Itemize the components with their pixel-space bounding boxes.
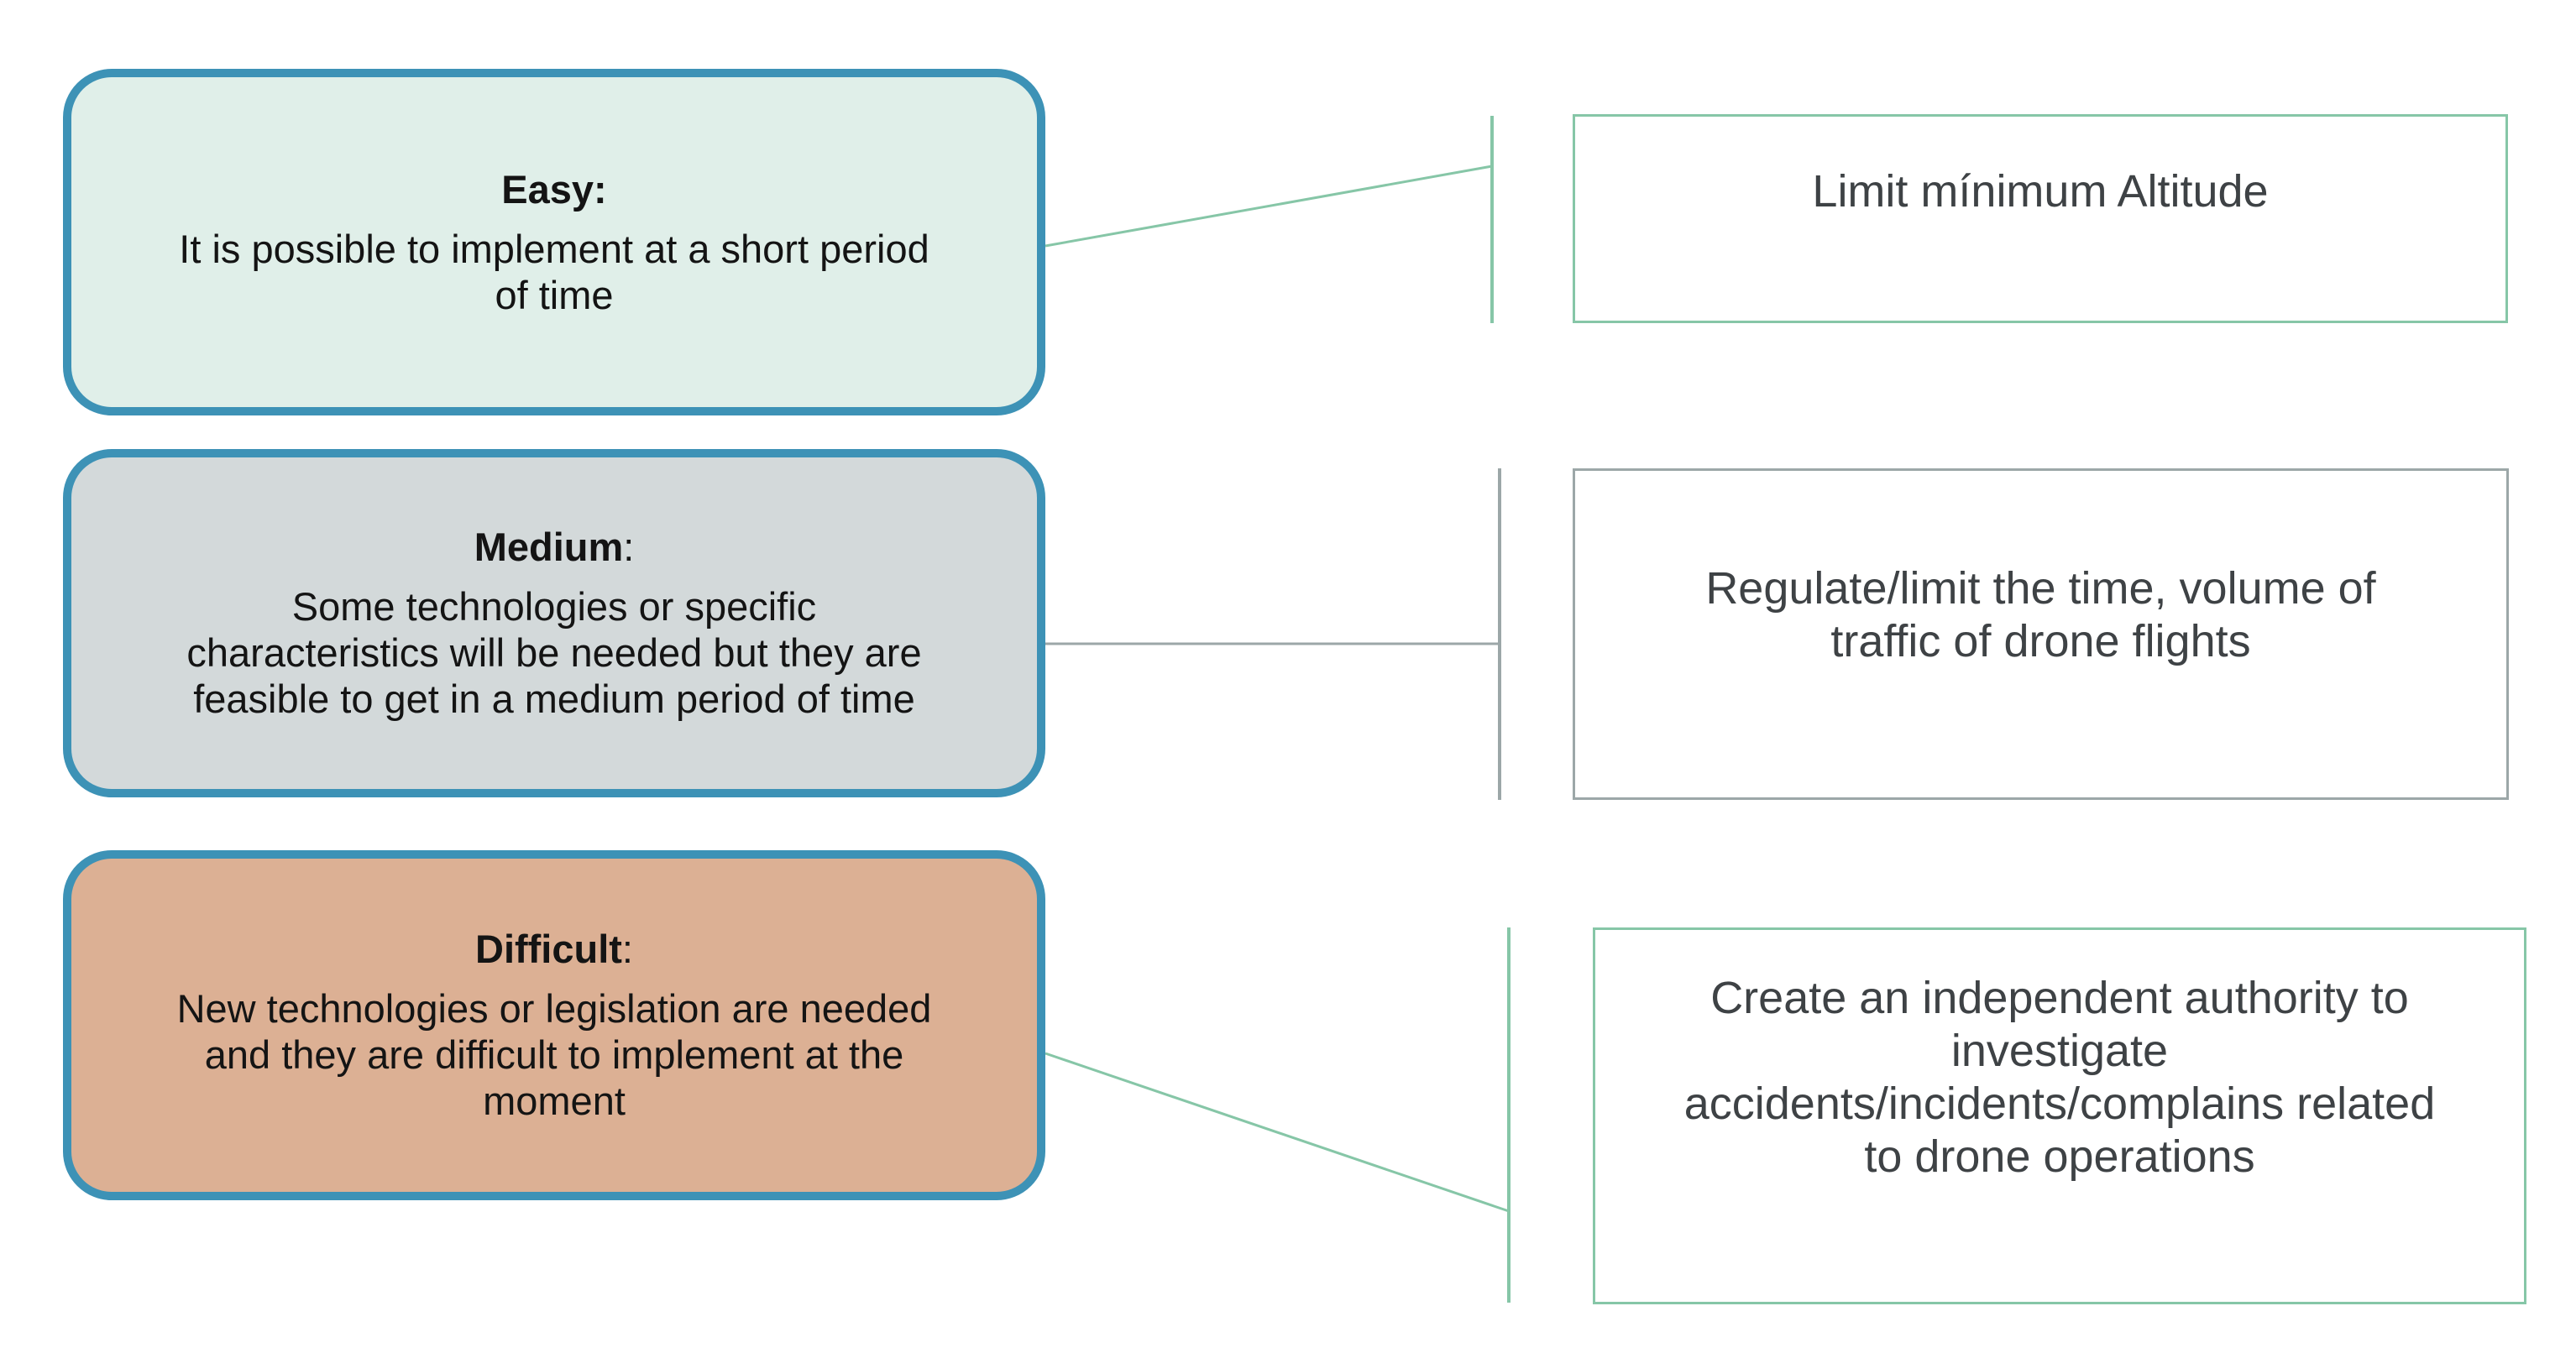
difficult-connector-line [1045,1052,1510,1213]
medium-category-description: Some technologies or specific characteri… [186,584,922,721]
difficult-category-title: Difficult: [475,927,633,972]
medium-title-colon: : [623,525,635,569]
difficult-category-description: New technologies or legislation are need… [176,986,932,1123]
measure-box-regulate-limit-traffic: Regulate/limit the time, volume of traff… [1573,468,2509,800]
medium-title-bold: Medium [474,525,624,569]
easy-title-bold: Easy: [501,166,607,212]
measure-box-limit-minimum-altitude: Limit mínimum Altitude [1573,114,2508,323]
measure-text-independent-authority: Create an independent authority to inves… [1683,973,2436,1182]
easy-category-box: Easy: It is possible to implement at a s… [63,69,1045,415]
difficult-category-box: Difficult: New technologies or legislati… [63,850,1045,1200]
measure-text-limit-minimum-altitude: Limit mínimum Altitude [1812,166,2269,217]
easy-connector-line [1045,165,1493,248]
measure-text-regulate-limit-traffic: Regulate/limit the time, volume of traff… [1705,562,2376,666]
easy-category-description: It is possible to implement at a short p… [179,226,929,317]
medium-category-box: Medium: Some technologies or specific ch… [63,449,1045,797]
medium-category-title: Medium: [474,525,635,570]
difficult-title-colon: : [621,927,633,971]
easy-category-title: Easy: [501,167,606,212]
difficult-title-bold: Difficult [475,927,622,971]
measure-box-independent-authority: Create an independent authority to inves… [1593,927,2526,1304]
